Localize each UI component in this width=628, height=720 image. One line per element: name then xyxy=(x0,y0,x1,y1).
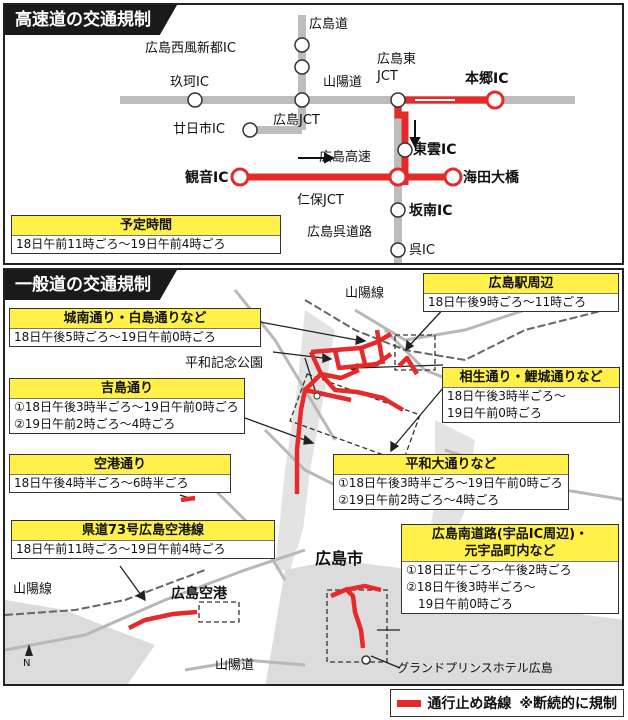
box-minami-title: 広島南道路(宇品IC周辺)・ 元宇品町内など xyxy=(402,525,618,562)
box-minami-row-3: 19日午前0時ごろ xyxy=(406,597,513,611)
closure-swatch-icon xyxy=(397,699,422,707)
box-airport-street-title: 空港通り xyxy=(10,455,230,475)
box-route73-row: 18日午前11時ごろ～19日午前4時ごろ xyxy=(16,542,226,556)
label-peace-park: 平和記念公園 xyxy=(185,356,264,371)
box-minami: 広島南道路(宇品IC周辺)・ 元宇品町内など ①18日正午ごろ～午後2時ごろ ②… xyxy=(401,524,619,614)
box-aioi-row-2: 19日午前0時ごろ xyxy=(447,406,542,420)
ordinary-title: 一般道の交通規制 xyxy=(5,270,177,300)
expressway-map xyxy=(120,15,575,263)
label-airport: 広島空港 xyxy=(171,586,227,602)
ordinary-road-panel: 一般道の交通規制 xyxy=(3,268,624,686)
label-sanyo-line-left: 山陽線 xyxy=(13,582,53,597)
box-route73: 県道73号広島空港線 18日午前11時ごろ～19日午前4時ごろ xyxy=(11,520,275,559)
label-hiroshima-kousoku: 広島高速 xyxy=(319,150,372,165)
label-sanyo-road: 山陽道 xyxy=(215,658,255,673)
box-airport-street: 空港通り 18日午後4時半ごろ～6時半ごろ xyxy=(9,454,231,493)
box-aioi: 相生通り・鯉城通りなど 18日午後3時半ごろ～ 19日午前0時ごろ xyxy=(442,367,620,423)
box-yoshijima-row-2: ②19日午前2時ごろ～4時ごろ xyxy=(14,417,176,431)
box-aioi-title: 相生通り・鯉城通りなど xyxy=(443,368,619,388)
schedule-title: 予定時間 xyxy=(12,216,280,236)
box-yoshijima-title: 吉島通り xyxy=(10,379,244,399)
label-hotel: グランドプリンスホテル広島 xyxy=(397,661,553,675)
schedule-text: 18日午前11時ごろ～19日午前4時ごろ xyxy=(16,237,226,251)
label-higashi-ic: 東雲IC xyxy=(413,142,457,158)
label-hongo-ic: 本郷IC xyxy=(465,71,509,87)
box-station-row: 18日午後9時ごろ～11時ごろ xyxy=(428,295,587,309)
label-kaita-bridge: 海田大橋 xyxy=(463,170,519,186)
box-route73-title: 県道73号広島空港線 xyxy=(12,521,274,541)
box-airport-street-row: 18日午後4時半ごろ～6時半ごろ xyxy=(14,476,189,490)
label-sanyo-road: 山陽道 xyxy=(323,75,363,90)
box-jonan-row: 18日午後5時ごろ～19日午前0時ごろ xyxy=(14,330,216,344)
box-heiwa-row-1: ①18日午後3時半ごろ～19日午前0時ごろ xyxy=(338,476,563,490)
box-yoshijima: 吉島通り ①18日午後3時半ごろ～19日午前0時ごろ ②19日午前2時ごろ～4時… xyxy=(9,378,245,434)
label-sanyo-line-top: 山陽線 xyxy=(345,286,385,301)
box-aioi-row-1: 18日午後3時半ごろ～ xyxy=(447,389,566,403)
label-kougo-ic: 玖珂IC xyxy=(170,75,209,90)
box-station: 広島駅周辺 18日午後9時ごろ～11時ごろ xyxy=(423,273,619,312)
box-minami-row-1: ①18日正午ごろ～午後2時ごろ xyxy=(406,563,572,577)
expressway-panel: 高速道の交通規制 xyxy=(3,3,624,265)
label-nishi-fuu-ic: 広島西風新都IC xyxy=(145,41,236,56)
box-jonan-title: 城南通り・白島通りなど xyxy=(10,309,260,329)
box-station-title: 広島駅周辺 xyxy=(424,274,618,294)
label-hiroshima-road: 広島道 xyxy=(309,17,349,32)
box-heiwa-row-2: ②19日午前2時ごろ～4時ごろ xyxy=(338,493,500,507)
box-yoshijima-row-1: ①18日午後3時半ごろ～19日午前0時ごろ xyxy=(14,400,239,414)
box-minami-row-2: ②18日午後3時半ごろ～ xyxy=(406,580,536,594)
box-heiwa: 平和大通りなど ①18日午後3時半ごろ～19日午前0時ごろ ②19日午前2時ごろ… xyxy=(333,454,569,510)
label-kannon-ic: 観音IC xyxy=(185,170,229,186)
north-icon: N xyxy=(23,658,31,669)
expressway-schedule-box: 予定時間 18日午前11時ごろ～19日午前4時ごろ xyxy=(11,215,281,254)
expressway-title: 高速道の交通規制 xyxy=(5,5,177,35)
legend-closed: 通行止め路線 xyxy=(427,696,512,712)
label-niho-jct: 仁保JCT xyxy=(297,193,344,208)
legend: 通行止め路線 ※断続的に規制 xyxy=(390,689,624,717)
label-kure-road: 広島呉道路 xyxy=(307,225,373,240)
box-heiwa-title: 平和大通りなど xyxy=(334,455,568,475)
label-city: 広島市 xyxy=(315,549,364,568)
legend-intermittent: ※断続的に規制 xyxy=(519,696,617,712)
label-hiroshima-jct: 広島JCT xyxy=(273,113,320,128)
label-kure-ic: 呉IC xyxy=(409,243,435,258)
label-sakanan-ic: 坂南IC xyxy=(409,203,453,219)
label-higashi-jct: 広島東 JCT xyxy=(377,52,417,84)
label-hatsukaichi-ic: 廿日市IC xyxy=(173,122,225,137)
box-jonan: 城南通り・白島通りなど 18日午後5時ごろ～19日午前0時ごろ xyxy=(9,308,261,347)
